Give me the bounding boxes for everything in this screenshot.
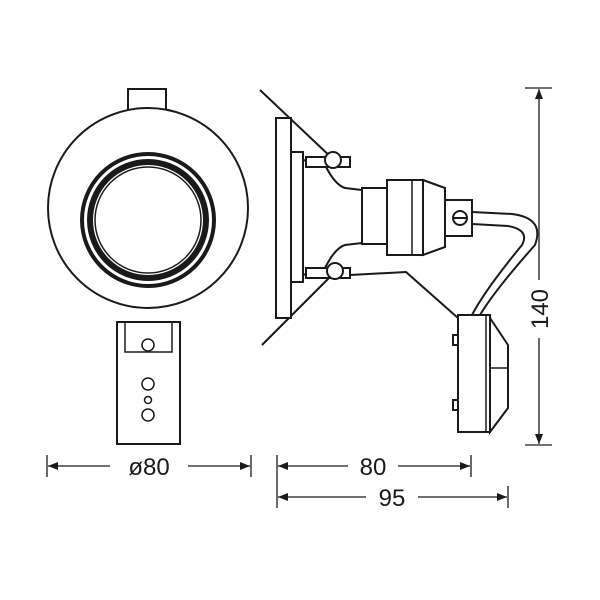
dimension-height: 140 <box>525 87 554 446</box>
socket <box>386 179 424 256</box>
dimension-depth: 80 <box>276 454 472 508</box>
dimension-label-height: 140 <box>527 289 554 329</box>
dimension-label-diameter: ø80 <box>128 454 169 481</box>
front-view <box>47 88 249 445</box>
driver-front <box>116 321 181 445</box>
dimension-diameter: ø80 <box>46 454 252 481</box>
dimension-label-total-depth: 95 <box>379 485 406 512</box>
spring-clip-bottom <box>261 271 336 346</box>
outer-ring <box>47 107 249 309</box>
dimension-total-depth: 95 <box>278 485 509 512</box>
cable <box>471 211 539 316</box>
spring-clip-top <box>259 89 335 161</box>
flange <box>275 117 292 319</box>
side-view <box>259 89 539 435</box>
lamp-body <box>302 158 363 277</box>
dimension-label-depth: 80 <box>360 454 387 481</box>
driver-side <box>457 314 491 433</box>
